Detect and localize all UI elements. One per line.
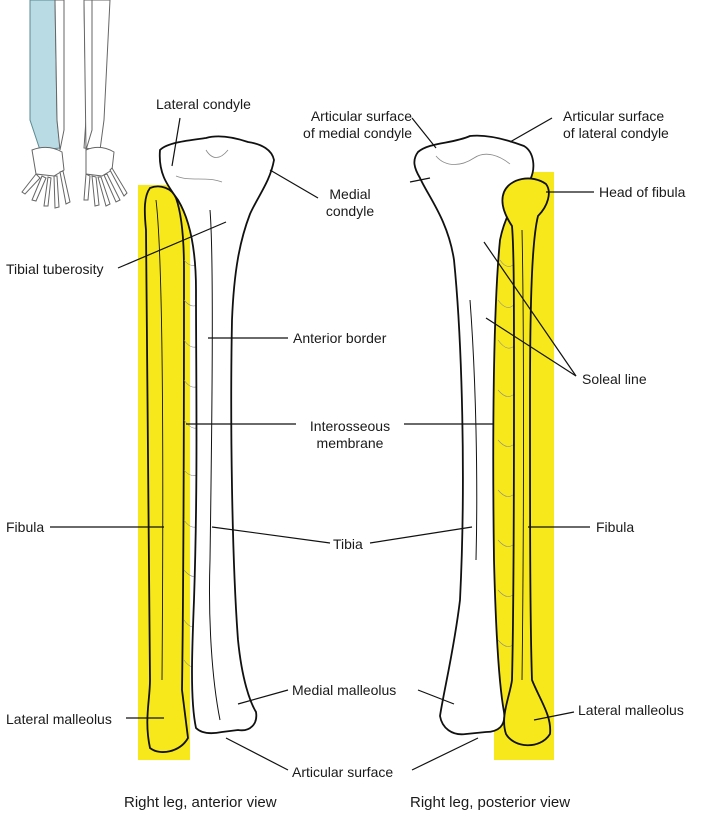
label-medial-malleolus: Medial malleolus (292, 682, 397, 698)
label-interosseous-membrane: Interosseous membrane (300, 418, 400, 452)
posterior-view (413, 134, 554, 760)
label-articular-lateral-line1: Articular surface (563, 108, 665, 124)
leader-lines (50, 117, 594, 771)
tibia-posterior (413, 134, 535, 736)
caption-anterior-view: Right leg, anterior view (124, 794, 277, 811)
label-articular-surface: Articular surface (292, 764, 394, 780)
left-foot-thumbnail (21, 146, 71, 209)
caption-posterior-view: Right leg, posterior view (410, 794, 571, 811)
leg-thumbnail (21, 0, 128, 209)
label-articular-medial-line1: Articular surface (310, 108, 412, 124)
right-foot-thumbnail (83, 146, 128, 207)
label-medial-condyle-line2: condyle (325, 203, 375, 219)
label-head-of-fibula: Head of fibula (599, 184, 686, 200)
label-articular-medial-line2: of medial condyle (303, 125, 412, 141)
label-articular-surface-medial-condyle: Articular surface of medial condyle (282, 108, 412, 142)
label-soleal-line: Soleal line (582, 371, 647, 387)
label-lateral-malleolus-posterior: Lateral malleolus (578, 702, 684, 718)
label-fibula-posterior: Fibula (596, 519, 635, 535)
label-articular-surface-lateral-condyle: Articular surface of lateral condyle (563, 108, 669, 142)
label-articular-lateral-line2: of lateral condyle (563, 125, 669, 141)
label-lateral-condyle: Lateral condyle (156, 96, 251, 112)
fibula-posterior (501, 177, 552, 747)
fibula-anterior (143, 185, 189, 753)
label-anterior-border: Anterior border (293, 330, 387, 346)
label-tibial-tuberosity: Tibial tuberosity (6, 261, 104, 277)
label-fibula-anterior: Fibula (6, 519, 45, 535)
label-tibia: Tibia (333, 536, 363, 552)
label-medial-condyle-line1: Medial (329, 186, 371, 202)
label-lateral-malleolus-anterior: Lateral malleolus (6, 711, 112, 727)
label-interosseous-line1: Interosseous (309, 418, 391, 434)
anterior-view (138, 135, 275, 760)
label-interosseous-line2: membrane (316, 435, 384, 451)
label-medial-condyle: Medial condyle (318, 186, 382, 220)
